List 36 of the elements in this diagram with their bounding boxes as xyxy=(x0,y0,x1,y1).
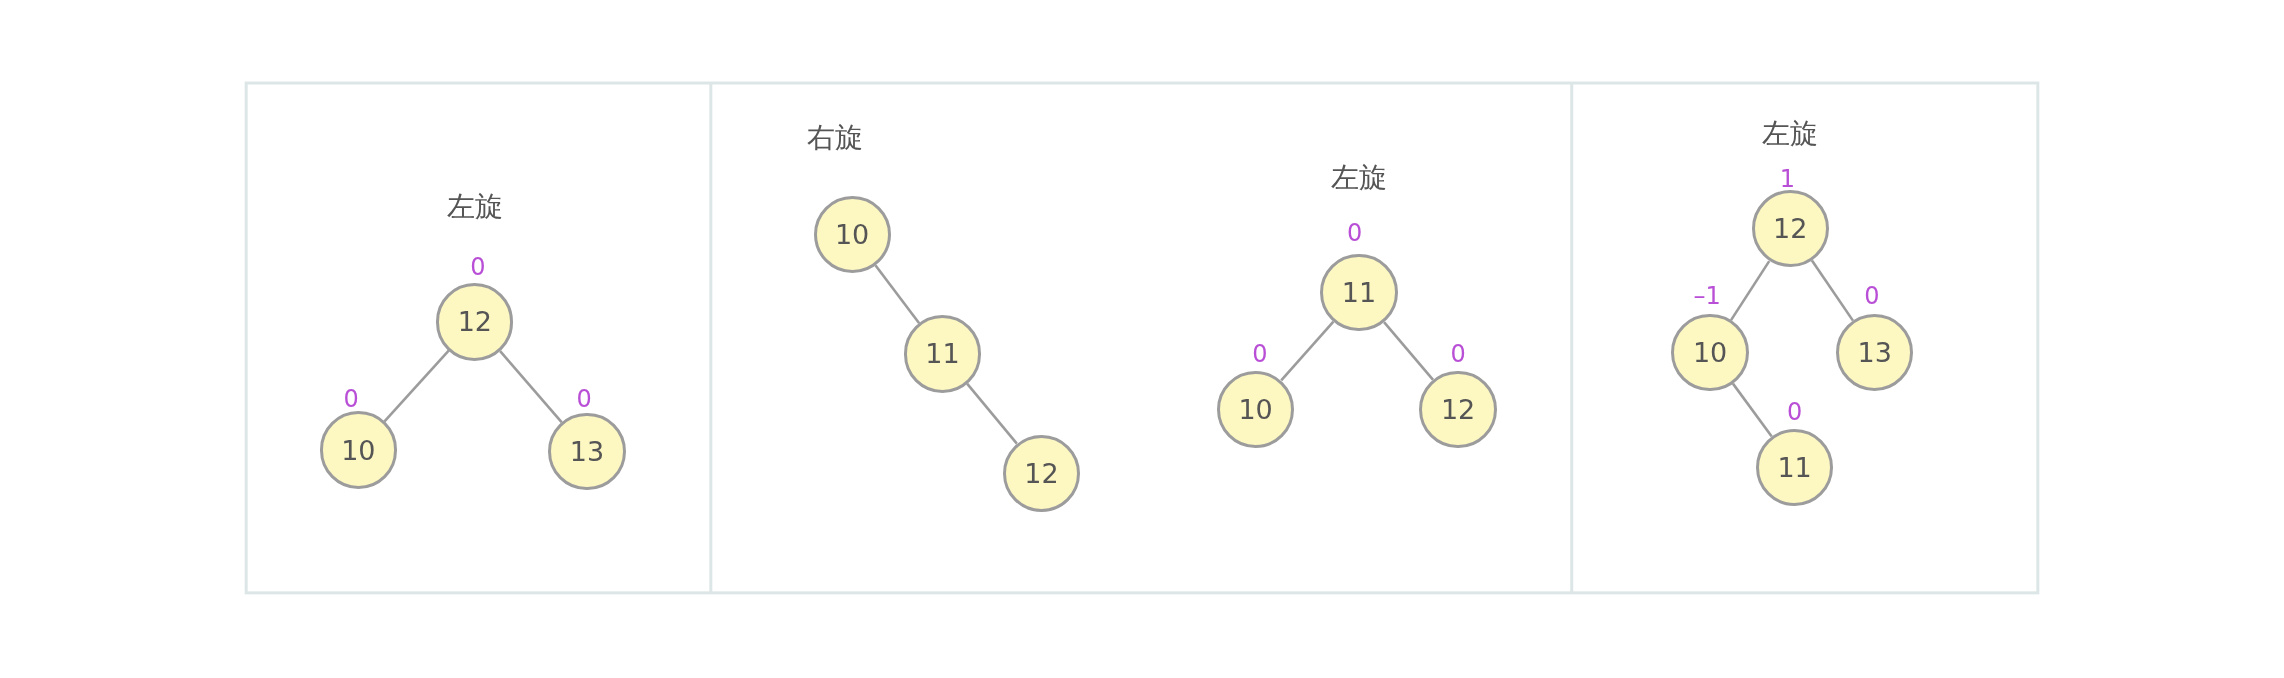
tree-node: 12 xyxy=(1002,434,1081,512)
rotation-title: 左旋 xyxy=(446,192,503,221)
tree-edge xyxy=(874,264,921,324)
rotation-title: 左旋 xyxy=(1762,120,1819,148)
rotation-title: 右旋 xyxy=(806,124,863,153)
balance-factor: 1 xyxy=(1779,167,1795,192)
balance-factor: 0 xyxy=(1450,341,1466,366)
tree-node: 12 xyxy=(1419,370,1497,448)
tree-node: 10 xyxy=(1671,313,1749,392)
tree-node: 11 xyxy=(1755,428,1834,507)
tree-edge xyxy=(966,382,1018,445)
tree-edge xyxy=(383,349,450,423)
tree-edge xyxy=(1383,321,1435,381)
balance-factor: 0 xyxy=(1786,400,1803,425)
tree-edge xyxy=(1810,259,1854,322)
tree-node: 12 xyxy=(1751,190,1829,268)
tree-node: 11 xyxy=(903,315,981,393)
balance-factor: 0 xyxy=(1347,221,1363,246)
balance-factor: 0 xyxy=(1252,341,1268,366)
tree-node: 10 xyxy=(1217,370,1295,448)
tree-node: 10 xyxy=(813,195,891,274)
rotation-title: 左旋 xyxy=(1331,163,1388,192)
tree-edge xyxy=(1731,382,1773,438)
tree-edge xyxy=(1729,260,1771,321)
tree-edge xyxy=(499,350,563,424)
balance-factor: 0 xyxy=(576,387,592,412)
tree-node: 13 xyxy=(1836,313,1914,392)
balance-factor: 0 xyxy=(470,254,486,279)
tree-node: 12 xyxy=(436,283,514,361)
tree-node: 13 xyxy=(548,412,626,491)
balance-factor: 0 xyxy=(343,387,359,412)
tree-node: 11 xyxy=(1320,254,1398,332)
balance-factor: –1 xyxy=(1693,283,1721,308)
tree-edge xyxy=(1280,320,1335,382)
tree-node: 10 xyxy=(319,411,397,489)
balance-factor: 0 xyxy=(1864,283,1880,308)
